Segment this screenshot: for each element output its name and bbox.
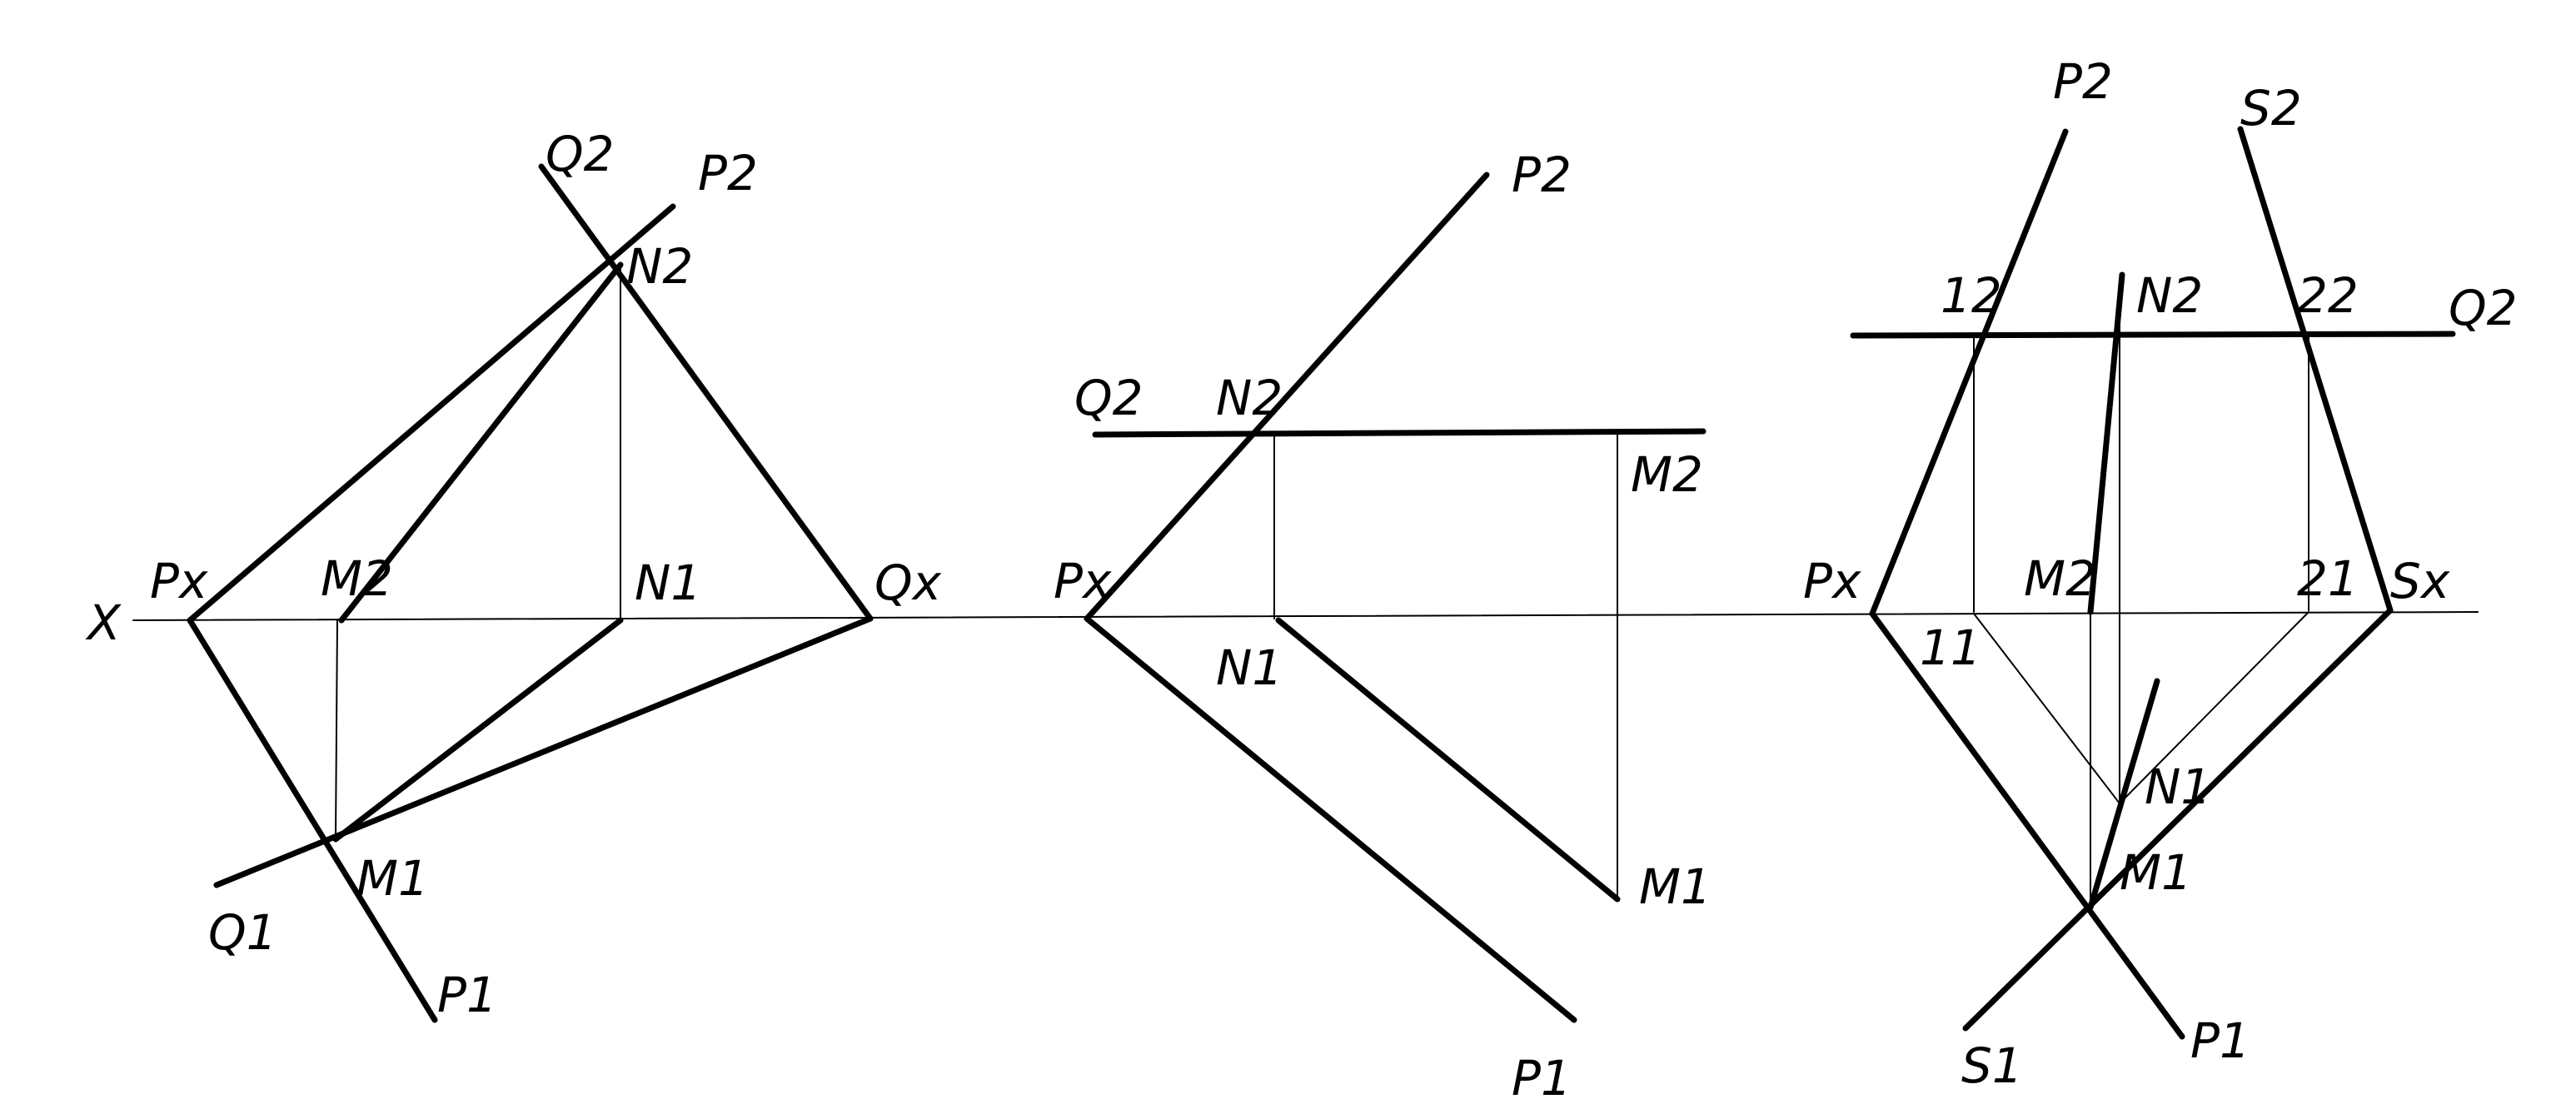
fig1-trace-P2 <box>187 203 676 624</box>
fig2-trace-P1 <box>1084 615 1577 1023</box>
fig3-label-Q2: Q2 <box>2449 280 2518 336</box>
x-axis <box>132 611 2479 621</box>
fig1-label-M1: M1 <box>356 850 429 907</box>
fig1-label-Q2: Q2 <box>546 126 615 182</box>
fig3-line-21-N1 <box>2119 611 2309 804</box>
fig1-label-M2: M2 <box>321 550 393 607</box>
fig2-label-Q2: Q2 <box>1074 370 1144 426</box>
fig2-label-M2: M2 <box>1631 446 1703 503</box>
figure-2: P2 Q2 N2 M2 Px N1 M1 P1 <box>1054 147 1712 1107</box>
fig3-label-2-1: 21 <box>2297 550 2359 607</box>
fig1-line-M2N2 <box>338 261 624 624</box>
fig2-label-N1: N1 <box>1216 639 1283 696</box>
fig1-projector-M <box>335 619 338 840</box>
fig3-trace-Q2 <box>1850 331 2456 339</box>
fig3-label-P1: P1 <box>2190 1012 2250 1069</box>
fig3-label-1-2: 12 <box>1941 267 2002 324</box>
fig1-label-Q1: Q1 <box>208 904 277 961</box>
fig3-line-N1M1 <box>2087 678 2160 911</box>
fig1-trace-Q1 <box>213 615 874 888</box>
fig1-trace-Q2 <box>538 163 874 622</box>
fig2-trace-Q2 <box>1092 428 1707 438</box>
fig3-label-M1: M1 <box>2120 844 2192 901</box>
fig3-label-P2: P2 <box>2053 53 2113 110</box>
fig2-label-P2: P2 <box>1512 147 1572 203</box>
fig1-label-Qx: Qx <box>874 555 942 611</box>
x-axis-label: X <box>85 594 122 651</box>
fig3-label-2-2: 22 <box>2297 267 2359 324</box>
fig2-label-N2: N2 <box>1216 370 1283 426</box>
fig1-trace-P1 <box>187 617 438 1023</box>
fig2-trace-P2 <box>1084 172 1490 622</box>
fig2-label-P1: P1 <box>1512 1050 1572 1107</box>
fig3-trace-P1 <box>1869 610 2185 1040</box>
fig1-line-M1N1 <box>332 617 624 843</box>
fig1-label-N1: N1 <box>635 555 701 611</box>
fig2-line-N1M1 <box>1275 617 1621 903</box>
fig3-trace-S2 <box>2237 126 2394 614</box>
figure-3: P2 S2 12 N2 22 Q2 Px M2 21 Sx 11 N1 M1 S… <box>1803 53 2518 1094</box>
fig3-line-11-N1 <box>1973 613 2120 804</box>
fig2-label-M1: M1 <box>1639 858 1712 915</box>
fig3-label-Px: Px <box>1803 553 1861 609</box>
fig1-label-P1: P1 <box>437 967 497 1023</box>
fig3-label-S2: S2 <box>2240 80 2302 137</box>
fig3-label-1-1: 11 <box>1920 619 1981 676</box>
fig3-label-N2: N2 <box>2136 267 2203 324</box>
fig3-trace-P2 <box>1869 128 2069 617</box>
fig3-label-S1: S1 <box>1961 1037 2023 1094</box>
fig3-label-N1: N1 <box>2145 758 2211 815</box>
fig3-trace-S1 <box>1962 607 2394 1032</box>
fig3-line-N2M2 <box>2087 271 2125 615</box>
fig3-label-M2: M2 <box>2024 550 2096 607</box>
fig1-label-P2: P2 <box>698 145 758 201</box>
fig1-label-Px: Px <box>150 553 208 609</box>
fig3-label-Sx: Sx <box>2390 553 2450 609</box>
fig1-label-N2: N2 <box>626 238 693 295</box>
figure-1: Q2 P2 N2 Px M2 N1 Qx M1 Q1 P1 <box>150 126 942 1023</box>
fig2-label-Px: Px <box>1054 553 1112 609</box>
